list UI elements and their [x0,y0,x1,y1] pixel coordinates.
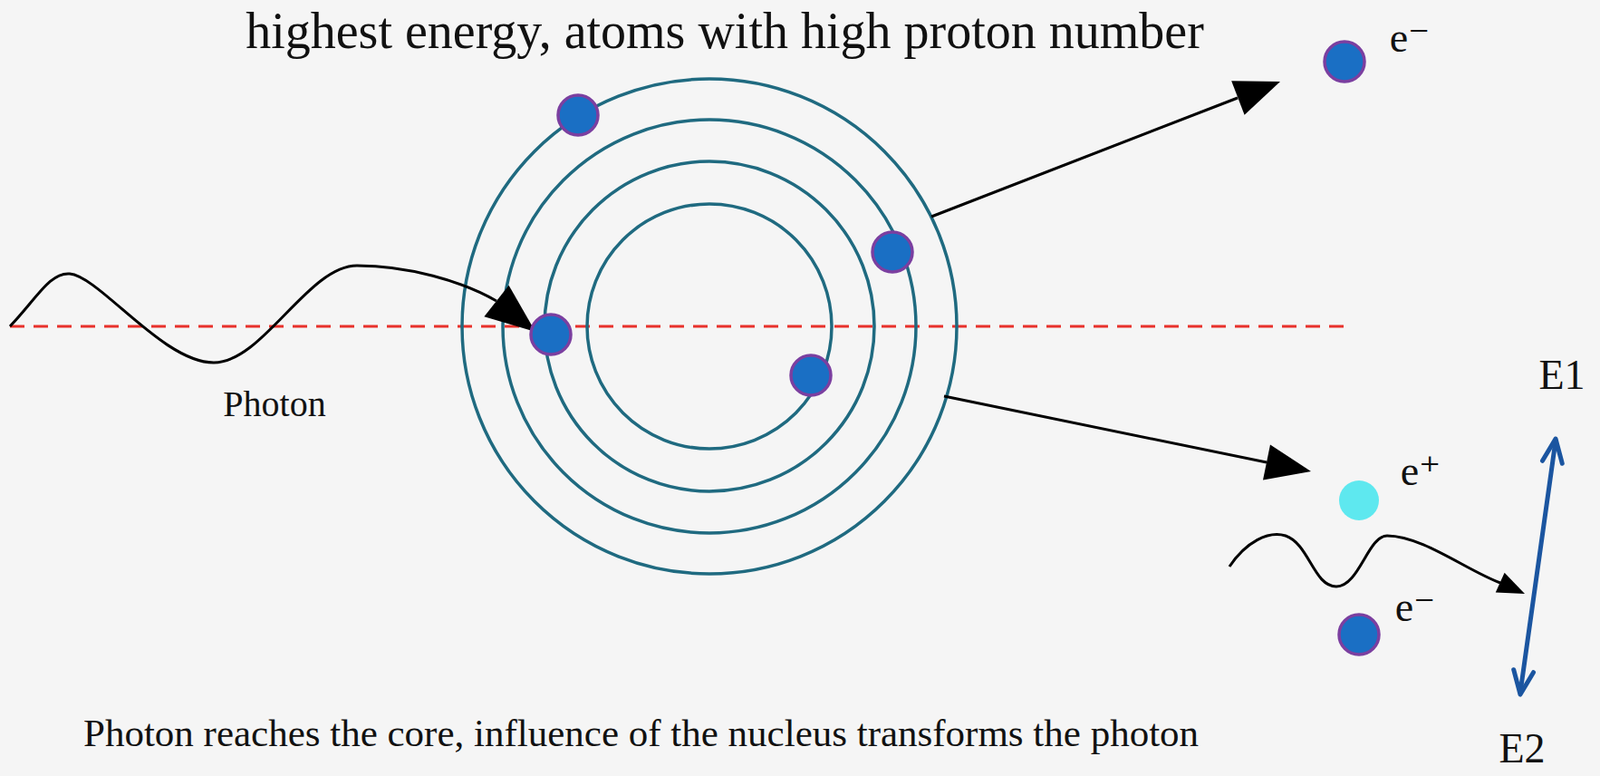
diagram-title: highest energy, atoms with high proton n… [245,1,1205,60]
positron [1339,480,1379,521]
energy-label: E1 [1538,351,1585,400]
photon-axis [9,325,1350,328]
photon-arrowhead [483,285,536,332]
energy-arrow [1513,438,1563,694]
energy-label: E2 [1498,724,1545,773]
pair-electron [1339,614,1379,655]
emitted-wave [1229,534,1501,587]
electron-path [931,97,1238,217]
ejected-electron [1324,41,1365,82]
photon-label: Photon [222,383,326,425]
electron-shells [462,78,957,574]
pair-path [944,395,1267,463]
particle-label: e⁻ [1389,14,1431,63]
photon-wave [9,265,497,363]
electron-arrowhead [1231,80,1281,115]
particle-label: e⁺ [1400,447,1442,496]
shell-electrons [530,95,913,396]
particle-label: e⁻ [1395,583,1437,632]
pair-arrowhead [1262,443,1311,480]
diagram-caption: Photon reaches the core, influence of th… [83,710,1199,755]
emitted-arrowhead [1495,572,1525,594]
